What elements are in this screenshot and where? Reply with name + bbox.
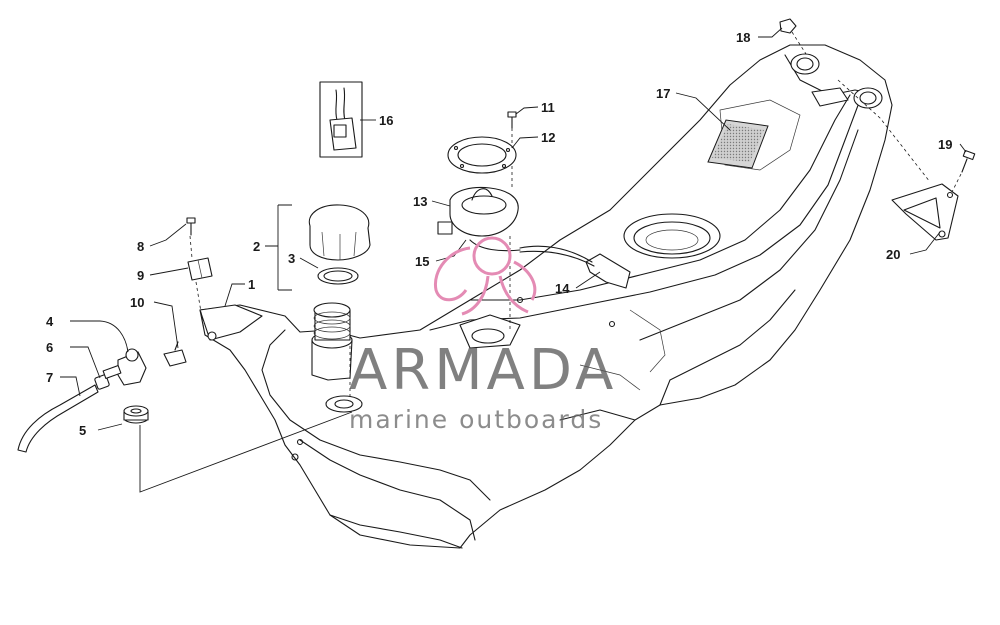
pump-connector [519, 245, 631, 289]
callout-18: 18 [736, 30, 750, 45]
leader-lines [60, 27, 967, 493]
screw-11 [507, 111, 517, 129]
pump-gasket [447, 136, 517, 174]
level-sender [319, 81, 363, 158]
fuel-pump [437, 186, 519, 237]
callout-5: 5 [79, 423, 86, 438]
callout-17: 17 [656, 86, 670, 101]
watermark-tagline: marine outboards [349, 405, 603, 434]
mounting-bracket [891, 183, 959, 241]
callout-8: 8 [137, 239, 144, 254]
watermark: ARMADA marine outboards [349, 236, 617, 434]
nut-18 [779, 18, 797, 34]
callout-6: 6 [46, 340, 53, 355]
callout-20: 20 [886, 247, 900, 262]
callout-4: 4 [46, 314, 54, 329]
warning-label [707, 119, 769, 169]
rubber-pad [187, 257, 213, 281]
fuel-cap [308, 204, 371, 261]
callout-10: 10 [130, 295, 144, 310]
callout-7: 7 [46, 370, 53, 385]
callout-3: 3 [288, 251, 295, 266]
callout-19: 19 [938, 137, 952, 152]
callout-9: 9 [137, 268, 144, 283]
screw-8 [186, 217, 196, 236]
fuel-tank [199, 44, 893, 549]
callout-11: 11 [541, 100, 555, 115]
callout-1: 1 [248, 277, 255, 292]
fuel-hose [17, 384, 99, 453]
screw-19 [961, 149, 976, 173]
check-valve [102, 348, 147, 386]
callout-13: 13 [413, 194, 427, 209]
pump-wire [469, 239, 521, 252]
callout-15: 15 [415, 254, 429, 269]
watermark-logo-icon [433, 236, 537, 316]
callout-14: 14 [555, 281, 570, 296]
callout-12: 12 [541, 130, 555, 145]
callout-2: 2 [253, 239, 260, 254]
grommet [123, 405, 149, 424]
watermark-brand: ARMADA [349, 338, 617, 403]
mounting-clip [163, 341, 187, 367]
callout-labels: 1 2 3 4 5 6 7 8 9 10 11 12 13 14 15 16 1… [46, 30, 952, 438]
callout-16: 16 [379, 113, 393, 128]
